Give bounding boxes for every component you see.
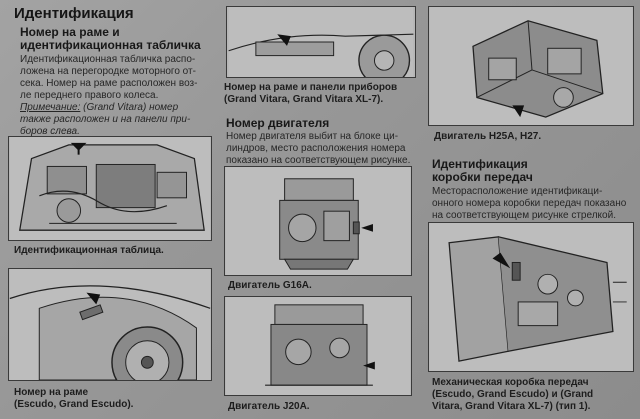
dashboard-frame-illustration [226,6,416,78]
j20a-drawing [225,297,411,395]
body-line: ложена на перегородке моторного от- [20,66,196,77]
gearbox-illustration [428,222,634,372]
gearbox-title-line2: коробки передач [432,170,533,184]
body-line: онного номера коробки передач показано [432,198,627,209]
caption-gearbox-line: Vitara, Grand Vitara XL-7) (тип 1). [432,401,591,412]
caption-plate: Идентификационная таблица. [14,245,164,256]
body-line: линдров, место расположения номера [226,143,406,154]
note-first-line: Примечание: (Grand Vitara) номер [20,102,220,114]
h25a-drawing [429,7,633,125]
caption-gearbox-line: (Escudo, Grand Escudo) и (Grand [432,389,594,400]
body-line: Идентификационная табличка распо- [20,54,196,65]
dashboard-drawing [228,7,414,77]
body-line: показано на соответствующем рисунке. [226,155,411,166]
caption-frame-line2: (Escudo, Grand Escudo). [14,399,134,410]
caption-frame-line1: Номер на раме [14,387,89,398]
body-line: сека. Номер на раме расположен воз- [20,78,198,89]
g16a-drawing [225,167,411,275]
body-line: Месторасположение идентификаци- [432,186,603,197]
body-line: ле переднего правого колеса. [20,90,159,101]
engine-bay-drawing [9,137,211,240]
section1-note: Примечание: (Grand Vitara) номер также р… [20,102,220,138]
caption-dash-line2: (Grand Vitara, Grand Vitara XL-7). [224,94,384,105]
subtitle-line-2: идентификационная табличка [20,38,201,52]
engine-section-body: Номер двигателя выбит на блоке ци- линдр… [226,131,426,167]
gearbox-title-line1: Идентификация [432,157,528,171]
caption-gearbox: Механическая коробка передач (Escudo, Gr… [432,377,638,413]
gearbox-drawing [429,223,633,371]
engine-h25a-illustration [428,6,634,126]
body-line: на соответствующем рисунке стрелкой. [432,210,616,221]
gearbox-section-body: Месторасположение идентификаци- онного н… [432,186,638,222]
note-line: боров слева. [20,126,80,137]
caption-j20a: Двигатель J20A. [228,401,310,412]
caption-g16a: Двигатель G16A. [228,280,312,291]
subtitle-line-1: Номер на раме и [20,25,120,39]
note-rest: (Grand Vitara) номер [80,102,179,113]
caption-dash-line1: Номер на раме и панели приборов [224,82,398,93]
note-label: Примечание: [20,102,81,113]
engine-g16a-illustration [224,166,412,276]
frame-number-illustration [8,268,212,381]
engine-section-title: Номер двигателя [226,116,330,130]
engine-j20a-illustration [224,296,412,396]
section-title-identification: Идентификация [14,5,134,22]
caption-h25a: Двигатель H25A, H27. [434,131,542,142]
body-line: Номер двигателя выбит на блоке ци- [226,131,399,142]
section1-body: Идентификационная табличка распо- ложена… [20,54,220,102]
engine-bay-illustration [8,136,212,241]
wheel-arch-drawing [9,269,211,380]
note-line: также расположен и на панели при- [20,114,191,125]
caption-gearbox-line: Механическая коробка передач [432,377,589,388]
